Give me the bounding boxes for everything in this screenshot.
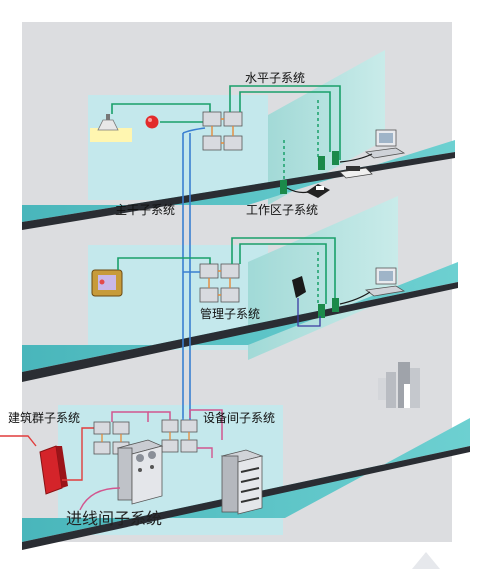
fire-panel-icon — [91, 269, 123, 297]
computer-icon — [364, 129, 406, 159]
label-entrance-subsystem: 进线间子系统 — [66, 509, 162, 528]
floor-2 — [22, 196, 458, 382]
label-equipment-room-subsystem: 设备间子系统 — [203, 411, 275, 425]
building-icon — [378, 362, 420, 408]
telephone-icon — [292, 276, 306, 298]
label-building-complex-subsystem: 建筑群子系统 — [8, 410, 80, 425]
alarm-bell-icon — [145, 115, 159, 129]
label-backbone-subsystem: 主干子系统 — [115, 203, 175, 217]
floor-2-slab-edge — [22, 282, 458, 382]
floor-3-devices: 水平子系统 主干子系统 工作区子系统 — [90, 71, 406, 217]
telephone-icon — [306, 184, 330, 198]
corner-decoration — [412, 552, 440, 569]
server-cabinet-icon — [116, 439, 164, 505]
patch-panel-icon — [199, 263, 240, 303]
fax-icon — [339, 166, 373, 179]
floor-3-glass-partition — [268, 50, 385, 205]
ceiling-lamp-icon — [90, 114, 132, 142]
floor-3-slab-top — [22, 140, 455, 222]
floor-1-slab-top — [22, 418, 470, 542]
label-horizontal-subsystem: 水平子系统 — [245, 71, 305, 85]
lightning-arrester-icon — [39, 445, 68, 495]
patch-panel-icon — [161, 419, 198, 453]
label-management-subsystem: 管理子系统 — [200, 306, 260, 321]
patch-panel-icon — [202, 111, 243, 151]
floor-1-devices: 建筑群子系统 设备间子系统 进线间子系统 — [0, 409, 275, 528]
floor-2-devices: 管理子系统 — [91, 237, 406, 327]
computer-icon — [364, 267, 406, 297]
floor-2-slab-top — [22, 262, 458, 372]
label-work-area-subsystem: 工作区子系统 — [246, 203, 318, 217]
rack-icon — [220, 449, 264, 515]
backbone-cables — [182, 127, 206, 418]
